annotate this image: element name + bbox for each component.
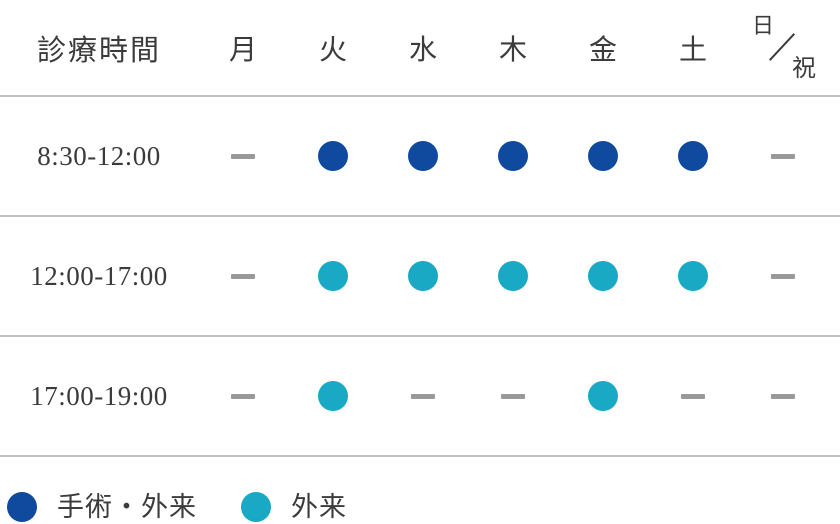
schedule-cell [648,97,738,215]
legend-label-outpatient: 外来 [291,492,347,522]
sun-label: 日 [752,12,775,38]
day-header-wed: 水 [408,34,437,66]
outpatient-dot-icon [588,261,618,291]
outpatient-dot-icon [498,261,528,291]
day-header-sun-holiday: 日 祝 [738,0,828,95]
closed-dash-icon [771,273,795,279]
time-column-header: 診療時間 [36,34,161,67]
outpatient-dot-icon [318,381,348,411]
closed-dash-icon [771,393,795,399]
day-header-sat: 土 [678,34,707,66]
outpatient-dot-icon [588,381,618,411]
sun-holiday-composite: 日 祝 [750,12,816,82]
day-header-thu: 木 [498,34,527,66]
legend-label-surgery: 手術・外来 [57,492,197,522]
schedule-cell [468,97,558,215]
legend: 手術・外来 外来 [0,457,840,524]
schedule-cell [648,337,738,455]
outpatient-dot-icon [678,261,708,291]
closed-dash-icon [411,393,435,399]
outpatient-dot-icon [318,261,348,291]
surgery-dot-icon [318,141,348,171]
schedule-cell [378,97,468,215]
schedule-cell [378,217,468,335]
day-header-tue: 火 [318,34,347,66]
surgery-dot-icon [678,141,708,171]
schedule-row-afternoon: 12:00-17:00 [0,217,840,337]
holiday-label: 祝 [792,55,816,82]
schedule-cell [378,337,468,455]
schedule-cell [738,217,828,335]
outpatient-dot-icon [408,261,438,291]
surgery-dot-icon [588,141,618,171]
schedule-cell [648,217,738,335]
surgery-dot-icon [408,141,438,171]
time-range-label: 17:00-19:00 [30,380,168,411]
closed-dash-icon [231,273,255,279]
table-header-row: 診療時間 月 火 水 木 金 土 日 祝 [0,0,840,97]
schedule-cell [198,217,288,335]
schedule-cell [738,97,828,215]
surgery-dot-icon [498,141,528,171]
schedule-cell [288,217,378,335]
schedule-cell [558,97,648,215]
schedule-cell [198,337,288,455]
closed-dash-icon [231,393,255,399]
legend-item-surgery: 手術・外来 [7,492,197,522]
time-range-label: 12:00-17:00 [30,260,168,291]
day-header-mon: 月 [228,34,257,66]
legend-item-outpatient: 外来 [241,492,347,522]
closed-dash-icon [231,153,255,159]
closed-dash-icon [771,153,795,159]
closed-dash-icon [681,393,705,399]
schedule-cell [558,337,648,455]
surgery-dot-icon [7,492,37,522]
schedule-row-morning: 8:30-12:00 [0,97,840,217]
time-range-label: 8:30-12:00 [37,140,161,171]
schedule-cell [288,97,378,215]
schedule-cell [198,97,288,215]
day-header-fri: 金 [588,34,617,66]
closed-dash-icon [501,393,525,399]
schedule-cell [468,337,558,455]
schedule-row-evening: 17:00-19:00 [0,337,840,457]
schedule-cell [738,337,828,455]
schedule-cell [288,337,378,455]
outpatient-dot-icon [241,492,271,522]
schedule-cell [468,217,558,335]
schedule-cell [558,217,648,335]
